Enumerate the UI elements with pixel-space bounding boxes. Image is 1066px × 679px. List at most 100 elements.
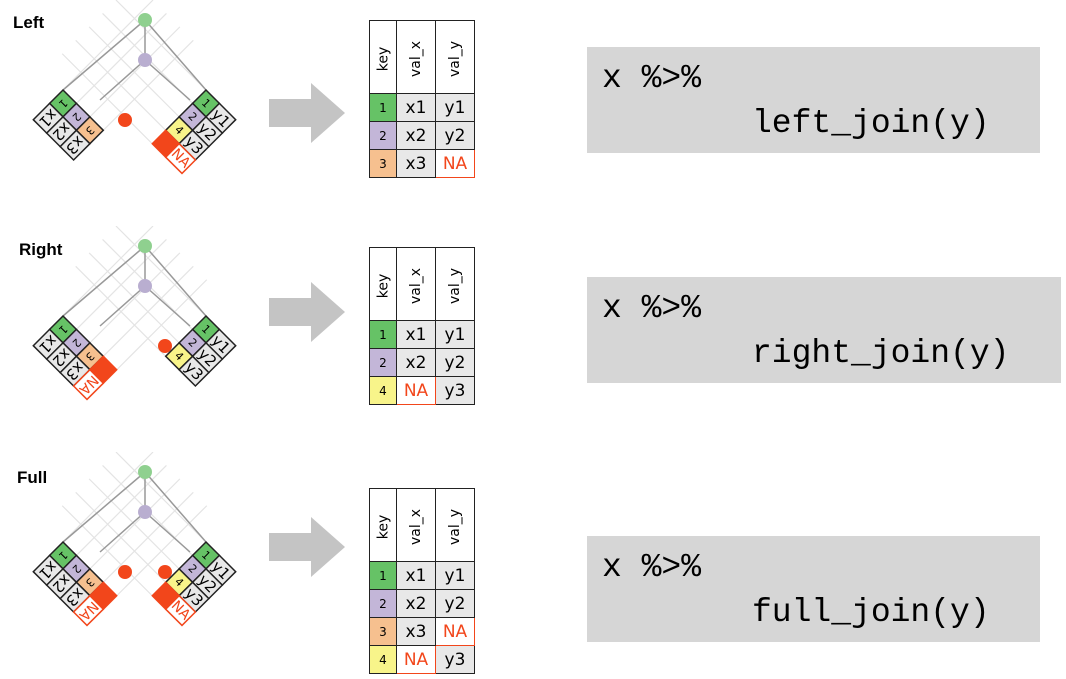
code-line-1: x %>% bbox=[602, 549, 702, 586]
match-dot bbox=[138, 505, 152, 519]
table-header-row: key val_x val_y bbox=[369, 488, 475, 562]
key-cell: 3 bbox=[369, 149, 397, 178]
table-header-cell: val_y bbox=[435, 488, 475, 562]
val-x-cell: x3 bbox=[396, 617, 436, 646]
val-x-cell: NA bbox=[396, 376, 436, 405]
match-dot bbox=[138, 465, 152, 479]
table-header-cell: val_x bbox=[396, 247, 436, 321]
table-header-text: val_x bbox=[407, 40, 424, 77]
key-cell: 4 bbox=[369, 376, 397, 405]
code-line-2: full_join(y) bbox=[752, 594, 990, 631]
arrow-icon bbox=[269, 517, 345, 577]
y-val-cell: y1 bbox=[204, 102, 237, 135]
join-label-left: Left bbox=[13, 13, 45, 32]
table-header-cell: val_x bbox=[396, 488, 436, 562]
val-x-cell: x2 bbox=[396, 589, 436, 618]
code-line-2: right_join(y) bbox=[752, 335, 1010, 372]
table-header-text: val_x bbox=[407, 267, 424, 304]
join-label-full: Full bbox=[17, 468, 48, 487]
code-line-1: x %>% bbox=[602, 290, 702, 327]
match-dot bbox=[138, 279, 152, 293]
table-header-text: key bbox=[374, 514, 391, 539]
na-cell: NA bbox=[72, 594, 105, 627]
val-y-cell: y3 bbox=[435, 645, 475, 674]
key-cell: 2 bbox=[369, 348, 397, 377]
table-header-text: val_x bbox=[407, 508, 424, 545]
table-header-cell: key bbox=[369, 247, 397, 321]
table-header-cell: val_y bbox=[435, 247, 475, 321]
val-x-cell: x1 bbox=[396, 561, 436, 590]
val-x-cell: NA bbox=[396, 645, 436, 674]
key-cell: 2 bbox=[369, 121, 397, 150]
table-header-cell: key bbox=[369, 20, 397, 94]
val-x-cell: x3 bbox=[396, 149, 436, 178]
val-y-cell: y1 bbox=[435, 561, 475, 590]
unmatched-dot bbox=[118, 113, 132, 127]
val-y-cell: y1 bbox=[435, 93, 475, 122]
arrow-icon bbox=[269, 83, 345, 143]
match-dot bbox=[138, 239, 152, 253]
join-label-right: Right bbox=[19, 240, 63, 259]
code-box-left: x %>% left_join(y) bbox=[587, 47, 1040, 153]
table-header-text: val_y bbox=[446, 40, 463, 77]
val-x-cell: x1 bbox=[396, 93, 436, 122]
key-cell: 1 bbox=[369, 93, 397, 122]
grid-lines bbox=[61, 452, 208, 597]
key-cell: 4 bbox=[369, 645, 397, 674]
arrow-icon bbox=[269, 282, 345, 342]
code-box-full: x %>% full_join(y) bbox=[587, 536, 1040, 642]
val-y-cell: y1 bbox=[435, 320, 475, 349]
code-line-2: left_join(y) bbox=[752, 105, 990, 142]
table-header-text: key bbox=[374, 46, 391, 71]
match-dot bbox=[138, 13, 152, 27]
unmatched-dot bbox=[158, 565, 172, 579]
unmatched-dot bbox=[118, 565, 132, 579]
val-x-cell: x2 bbox=[396, 121, 436, 150]
val-y-cell: NA bbox=[435, 149, 475, 178]
unmatched-dot bbox=[158, 339, 172, 353]
x-key-cell: 1 bbox=[48, 88, 78, 118]
table-header-cell: val_y bbox=[435, 20, 475, 94]
table-header-cell: key bbox=[369, 488, 397, 562]
key-cell: 1 bbox=[369, 320, 397, 349]
key-cell: 3 bbox=[369, 617, 397, 646]
table-header-row: key val_x val_y bbox=[369, 20, 475, 94]
key-cell: 1 bbox=[369, 561, 397, 590]
val-y-cell: y3 bbox=[435, 376, 475, 405]
table-header-text: val_y bbox=[446, 267, 463, 304]
table-header-text: val_y bbox=[446, 508, 463, 545]
val-y-cell: y2 bbox=[435, 589, 475, 618]
code-box-right: x %>% right_join(y) bbox=[587, 277, 1061, 383]
table-header-cell: val_x bbox=[396, 20, 436, 94]
table-header-row: key val_x val_y bbox=[369, 247, 475, 321]
val-y-cell: y2 bbox=[435, 348, 475, 377]
key-cell: 2 bbox=[369, 589, 397, 618]
table-header-text: key bbox=[374, 273, 391, 298]
grid-lines bbox=[62, 226, 208, 371]
match-dot bbox=[138, 53, 152, 67]
val-y-cell: y2 bbox=[435, 121, 475, 150]
x-key-cell: 1 bbox=[48, 314, 78, 344]
val-x-cell: x2 bbox=[396, 348, 436, 377]
val-x-cell: x1 bbox=[396, 320, 436, 349]
val-y-cell: NA bbox=[435, 617, 475, 646]
